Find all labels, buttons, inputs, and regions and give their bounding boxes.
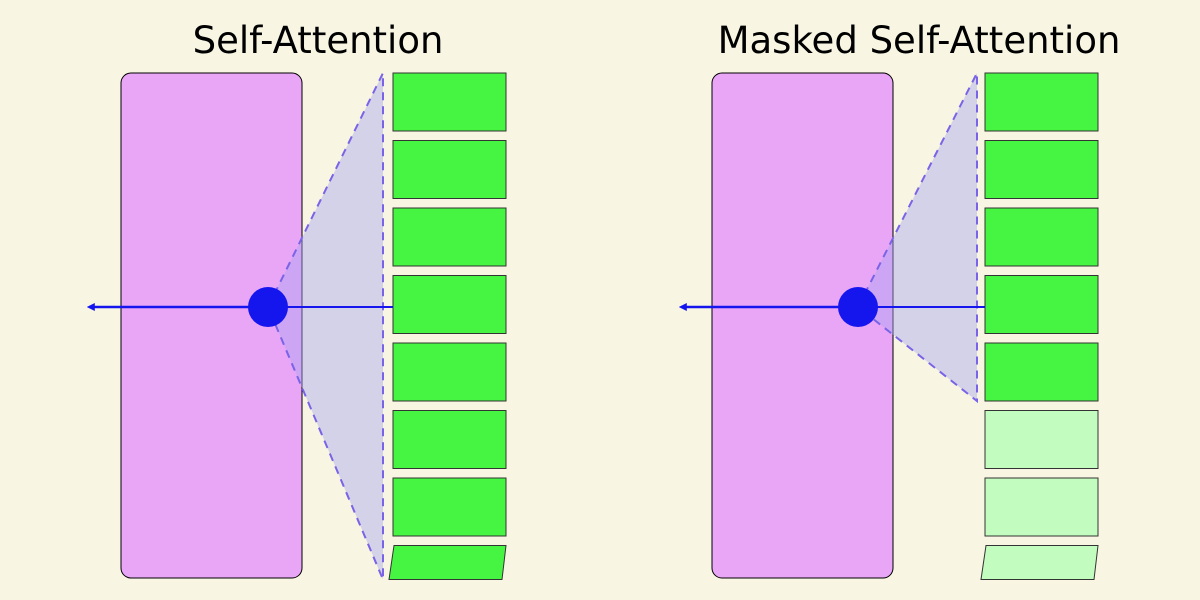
panel-masked-self-attention: Masked Self-Attention xyxy=(678,19,1121,580)
panel-title: Masked Self-Attention xyxy=(718,19,1121,62)
token-active xyxy=(392,207,507,267)
layer-block xyxy=(120,72,303,579)
token-active xyxy=(984,72,1099,132)
token-active xyxy=(392,275,507,334)
attention-cone-edge xyxy=(266,72,384,580)
attention-cone-edge xyxy=(856,72,978,404)
token-masked xyxy=(980,545,1099,580)
token-masked xyxy=(984,477,1099,537)
token-active xyxy=(392,477,507,537)
token-active xyxy=(392,72,507,132)
token-active xyxy=(392,342,507,402)
attention-cone xyxy=(858,73,977,401)
panel-self-attention: Self-Attention xyxy=(86,19,507,580)
attention-cone xyxy=(268,73,383,580)
token-stack xyxy=(980,72,1099,580)
attention-node xyxy=(248,287,288,327)
token-active xyxy=(984,140,1099,199)
token-stack xyxy=(388,72,507,580)
panel-title: Self-Attention xyxy=(193,19,444,62)
token-active xyxy=(984,207,1099,267)
token-active xyxy=(388,545,507,580)
attention-node xyxy=(838,287,878,327)
layer-block xyxy=(711,72,894,579)
token-active xyxy=(392,410,507,469)
token-masked xyxy=(984,410,1099,469)
token-active xyxy=(984,275,1099,334)
token-active xyxy=(392,140,507,199)
token-active xyxy=(984,342,1099,402)
